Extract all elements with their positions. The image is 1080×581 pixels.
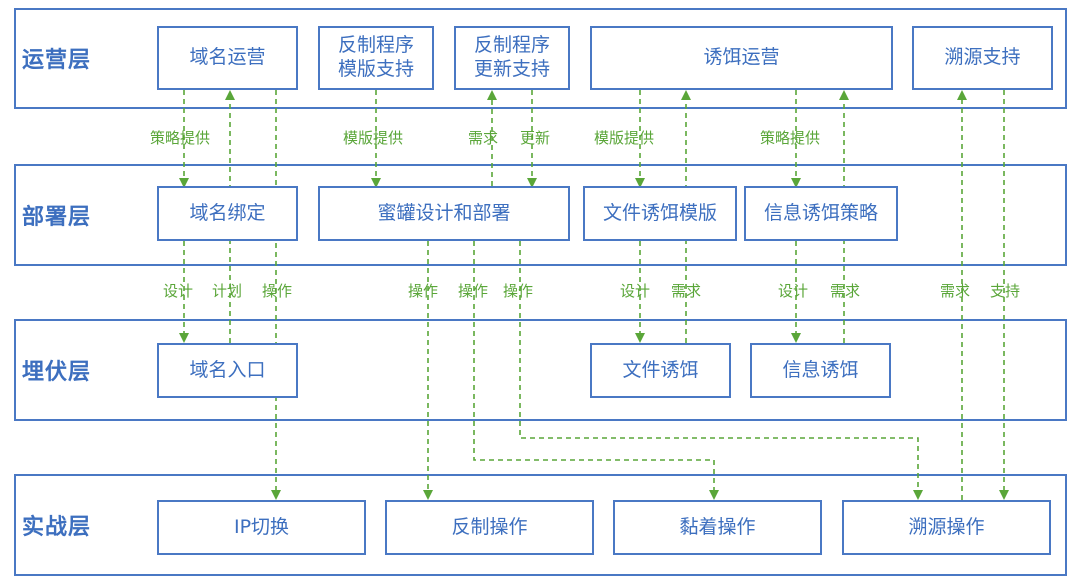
- label-need-4: 需求: [940, 282, 971, 300]
- node-trace-op: 溯源操作: [842, 500, 1051, 555]
- node-sticky-op: 黏着操作: [613, 500, 822, 555]
- label-update-1: 更新: [520, 129, 551, 147]
- node-domain-ops: 域名运营: [157, 26, 298, 90]
- node-file-lure: 文件诱饵: [590, 343, 731, 398]
- layer-title-embed: 埋伏层: [22, 360, 92, 385]
- node-counter-op: 反制操作: [385, 500, 594, 555]
- node-trace-support: 溯源支持: [912, 26, 1053, 90]
- label-op-2: 操作: [408, 282, 439, 300]
- label-op-1: 操作: [262, 282, 293, 300]
- label-template-1: 模版提供: [343, 129, 404, 147]
- label-strategy-2: 策略提供: [760, 129, 821, 147]
- arrow-op-trace: [519, 241, 923, 500]
- label-op-3: 操作: [458, 282, 489, 300]
- label-design-1: 设计: [163, 282, 194, 300]
- label-design-3: 设计: [778, 282, 809, 300]
- layer-title-combat: 实战层: [22, 515, 92, 540]
- label-need-1: 需求: [468, 129, 499, 147]
- node-lure-ops: 诱饵运营: [590, 26, 893, 90]
- node-counter-update: 反制程序 更新支持: [454, 26, 570, 90]
- node-domain-entry: 域名入口: [157, 343, 298, 398]
- node-domain-bind: 域名绑定: [157, 186, 298, 241]
- node-info-lure-strategy: 信息诱饵策略: [744, 186, 898, 241]
- node-file-lure-template: 文件诱饵模版: [583, 186, 737, 241]
- layer-title-ops: 运营层: [22, 48, 92, 73]
- label-design-2: 设计: [620, 282, 651, 300]
- arrow-op-sticky: [473, 241, 719, 500]
- node-info-lure: 信息诱饵: [750, 343, 891, 398]
- node-ip-switch: IP切换: [157, 500, 366, 555]
- label-template-2: 模版提供: [594, 129, 655, 147]
- label-plan-1: 计划: [212, 282, 243, 300]
- label-support-1: 支持: [990, 282, 1021, 300]
- label-strategy-1: 策略提供: [150, 129, 211, 147]
- label-need-3: 需求: [830, 282, 861, 300]
- node-honeypot: 蜜罐设计和部署: [318, 186, 570, 241]
- layer-title-deploy: 部署层: [22, 205, 92, 230]
- label-op-4: 操作: [503, 282, 534, 300]
- label-need-2: 需求: [671, 282, 702, 300]
- node-counter-template: 反制程序 模版支持: [318, 26, 434, 90]
